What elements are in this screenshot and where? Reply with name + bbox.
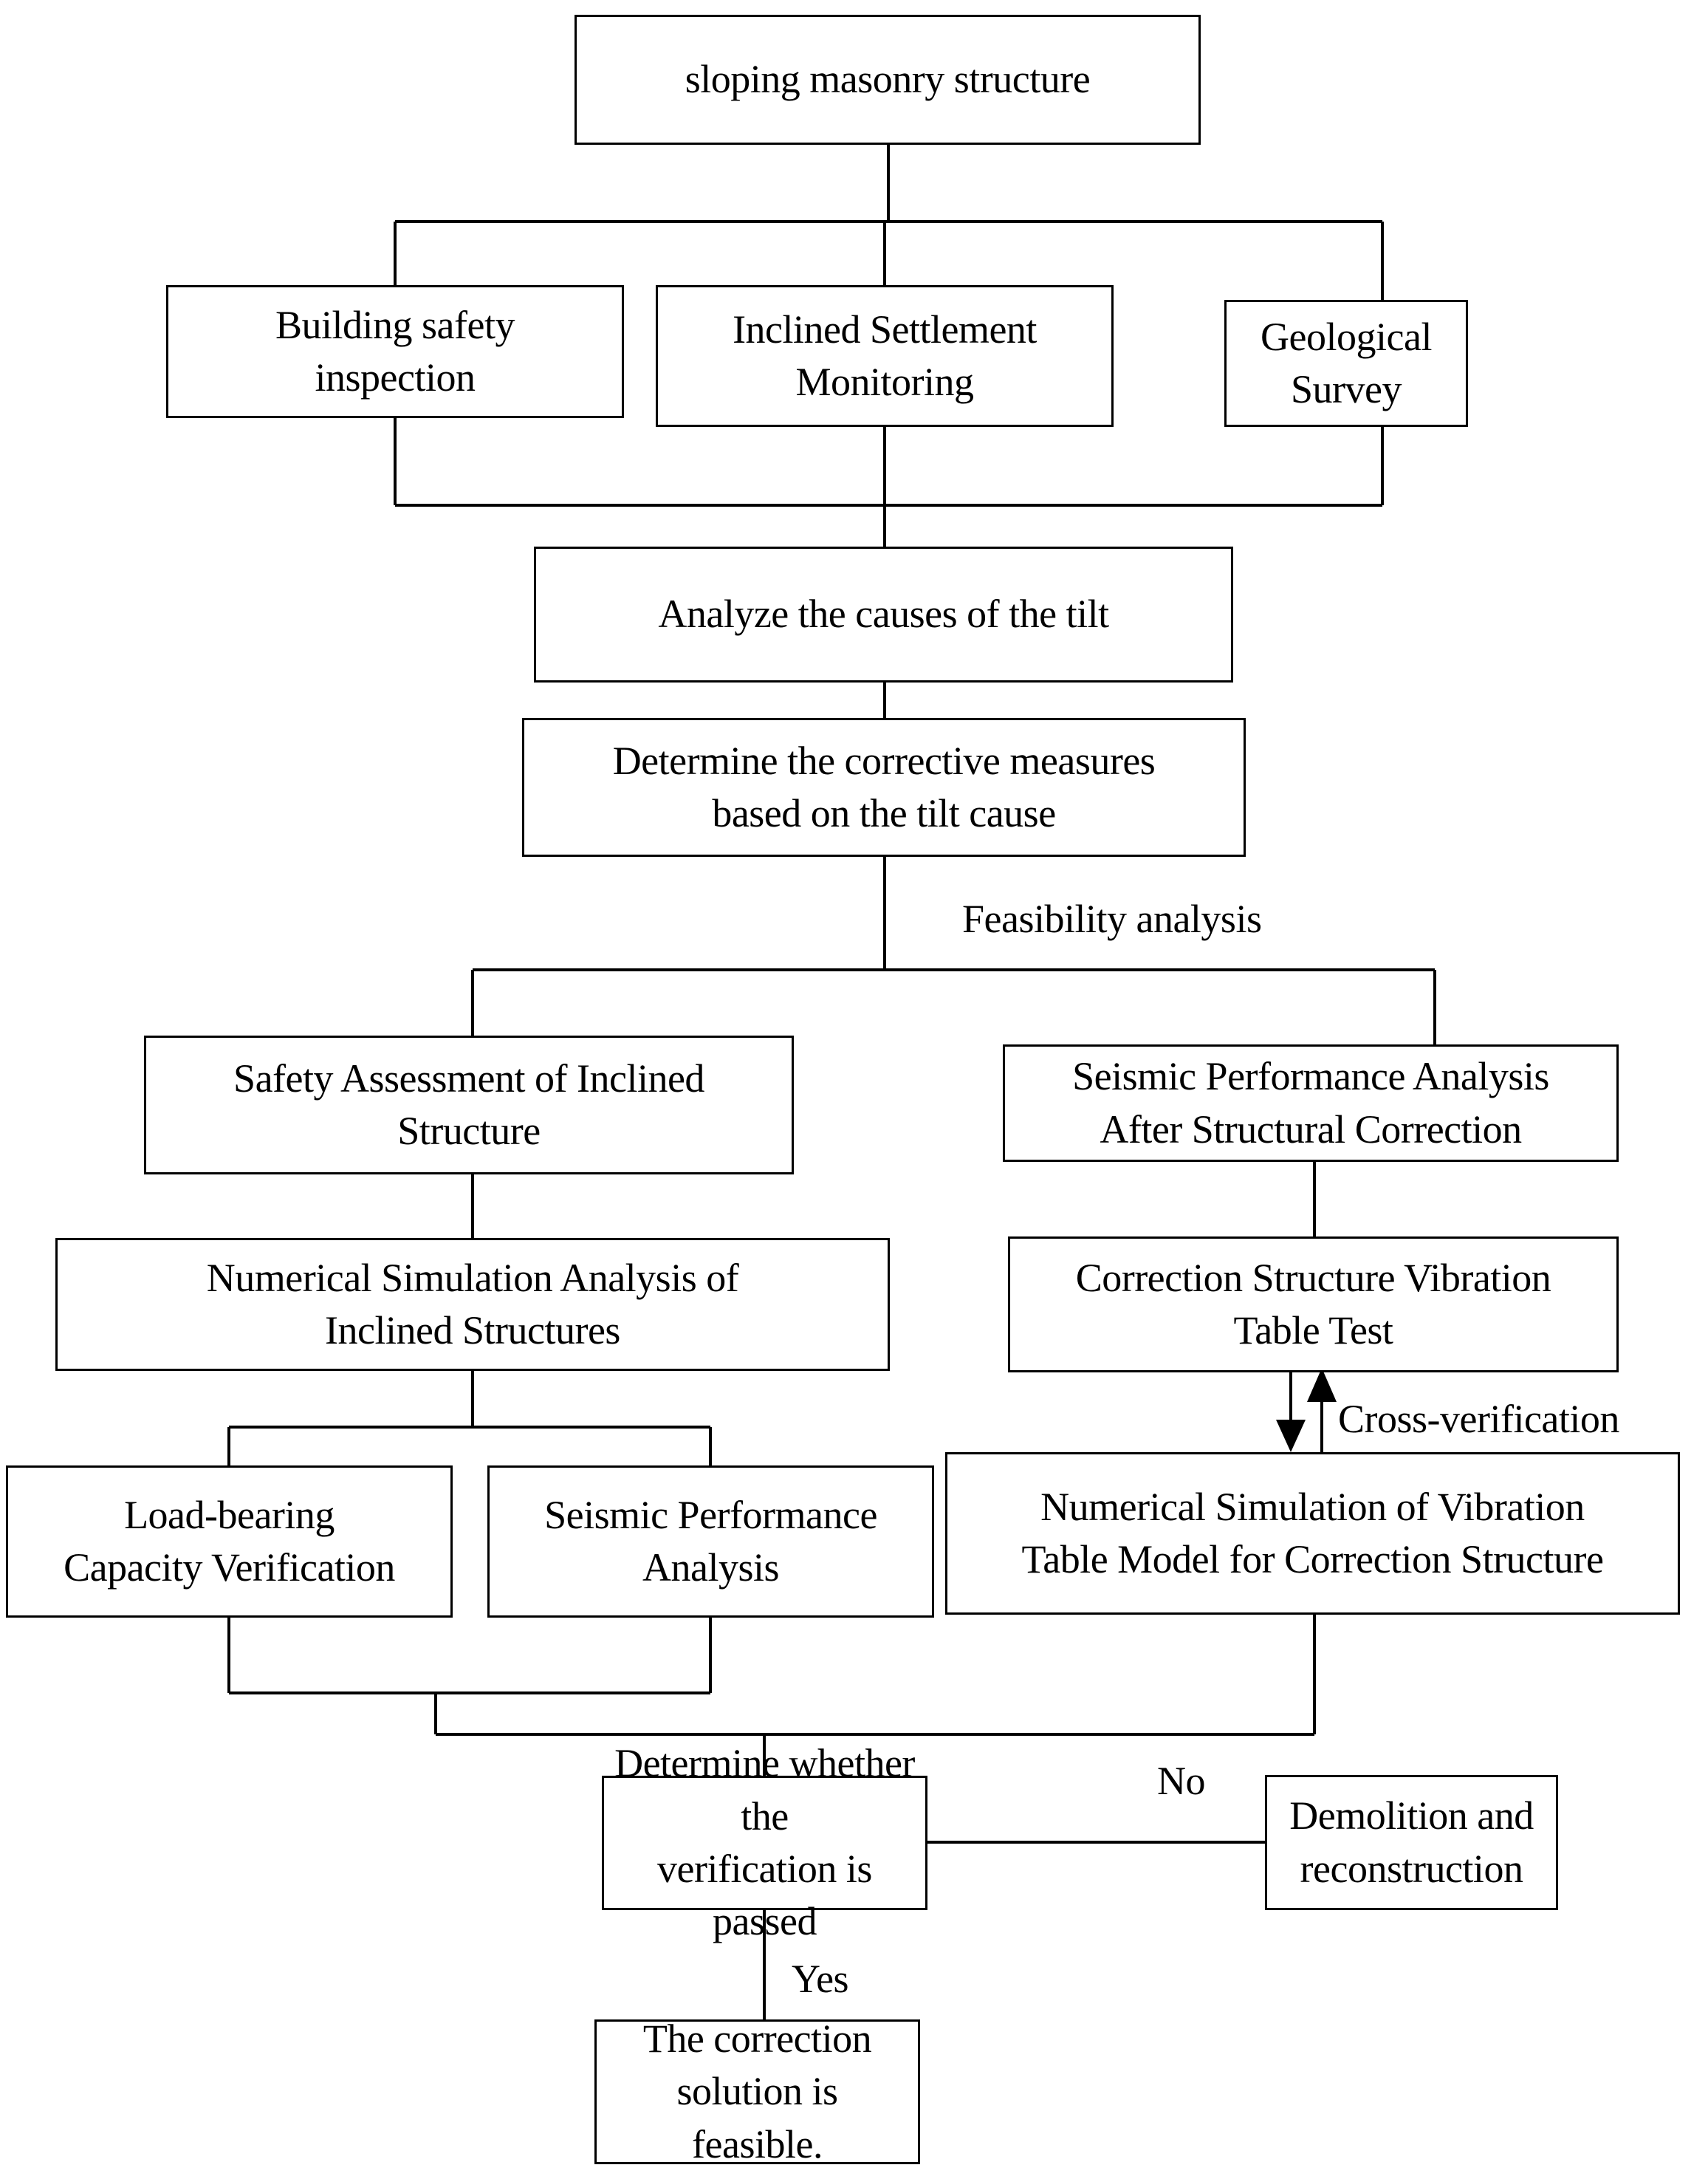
node-label: Safety Assessment of Inclined Structure [233, 1056, 704, 1153]
node-seismic-performance-after-correction[interactable]: Seismic Performance Analysis After Struc… [1003, 1044, 1619, 1162]
node-label: Correction Structure Vibration Table Tes… [1075, 1255, 1551, 1352]
node-label: Determine the corrective measures based … [612, 738, 1156, 835]
node-geological-survey[interactable]: Geological Survey [1224, 300, 1468, 427]
node-label: Demolition and reconstruction [1289, 1793, 1534, 1891]
node-analyze-causes-of-tilt[interactable]: Analyze the causes of the tilt [534, 547, 1233, 683]
arrowhead-down-icon [1276, 1420, 1306, 1452]
node-label: Numerical Simulation of Vibration Table … [1021, 1484, 1604, 1581]
node-sloping-masonry-structure[interactable]: sloping masonry structure [575, 15, 1201, 145]
node-label: Numerical Simulation Analysis of Incline… [206, 1255, 739, 1352]
node-correction-structure-vibration-table-test[interactable]: Correction Structure Vibration Table Tes… [1008, 1236, 1619, 1372]
node-numerical-simulation-inclined-structures[interactable]: Numerical Simulation Analysis of Incline… [55, 1238, 890, 1371]
edge-label-no: No [1157, 1759, 1206, 1803]
node-label: Geological Survey [1261, 314, 1432, 411]
node-label: Seismic Performance Analysis After Struc… [1072, 1054, 1549, 1152]
node-correction-solution-feasible[interactable]: The correction solution is feasible. [594, 2016, 920, 2166]
node-determine-verification-passed[interactable]: Determine whether the verification is pa… [602, 1741, 927, 1943]
edge-label-feasibility-analysis: Feasibility analysis [962, 897, 1262, 941]
node-label: Analyze the causes of the tilt [658, 592, 1109, 637]
node-label: Load-bearing Capacity Verification [64, 1492, 395, 1590]
node-label: The correction solution is feasible. [642, 2016, 872, 2166]
arrowhead-up-icon [1307, 1368, 1337, 1402]
node-label: Inclined Settlement Monitoring [733, 307, 1037, 404]
node-seismic-performance-analysis[interactable]: Seismic Performance Analysis [487, 1465, 934, 1618]
node-building-safety-inspection[interactable]: Building safety inspection [166, 285, 624, 418]
node-numerical-simulation-vibration-table-model[interactable]: Numerical Simulation of Vibration Table … [945, 1452, 1680, 1615]
node-label: Determine whether the verification is pa… [614, 1741, 915, 1944]
node-load-bearing-capacity-verification[interactable]: Load-bearing Capacity Verification [6, 1465, 453, 1618]
node-determine-corrective-measures[interactable]: Determine the corrective measures based … [522, 718, 1246, 857]
node-label: Seismic Performance Analysis [544, 1492, 877, 1590]
node-safety-assessment-inclined-structure[interactable]: Safety Assessment of Inclined Structure [144, 1036, 794, 1174]
node-inclined-settlement-monitoring[interactable]: Inclined Settlement Monitoring [656, 285, 1114, 427]
edge-label-yes: Yes [792, 1957, 849, 2001]
node-label: Building safety inspection [275, 302, 515, 400]
node-label: sloping masonry structure [685, 57, 1091, 102]
node-demolition-and-reconstruction[interactable]: Demolition and reconstruction [1265, 1775, 1558, 1910]
edge-label-cross-verification: Cross-verification [1338, 1397, 1619, 1441]
